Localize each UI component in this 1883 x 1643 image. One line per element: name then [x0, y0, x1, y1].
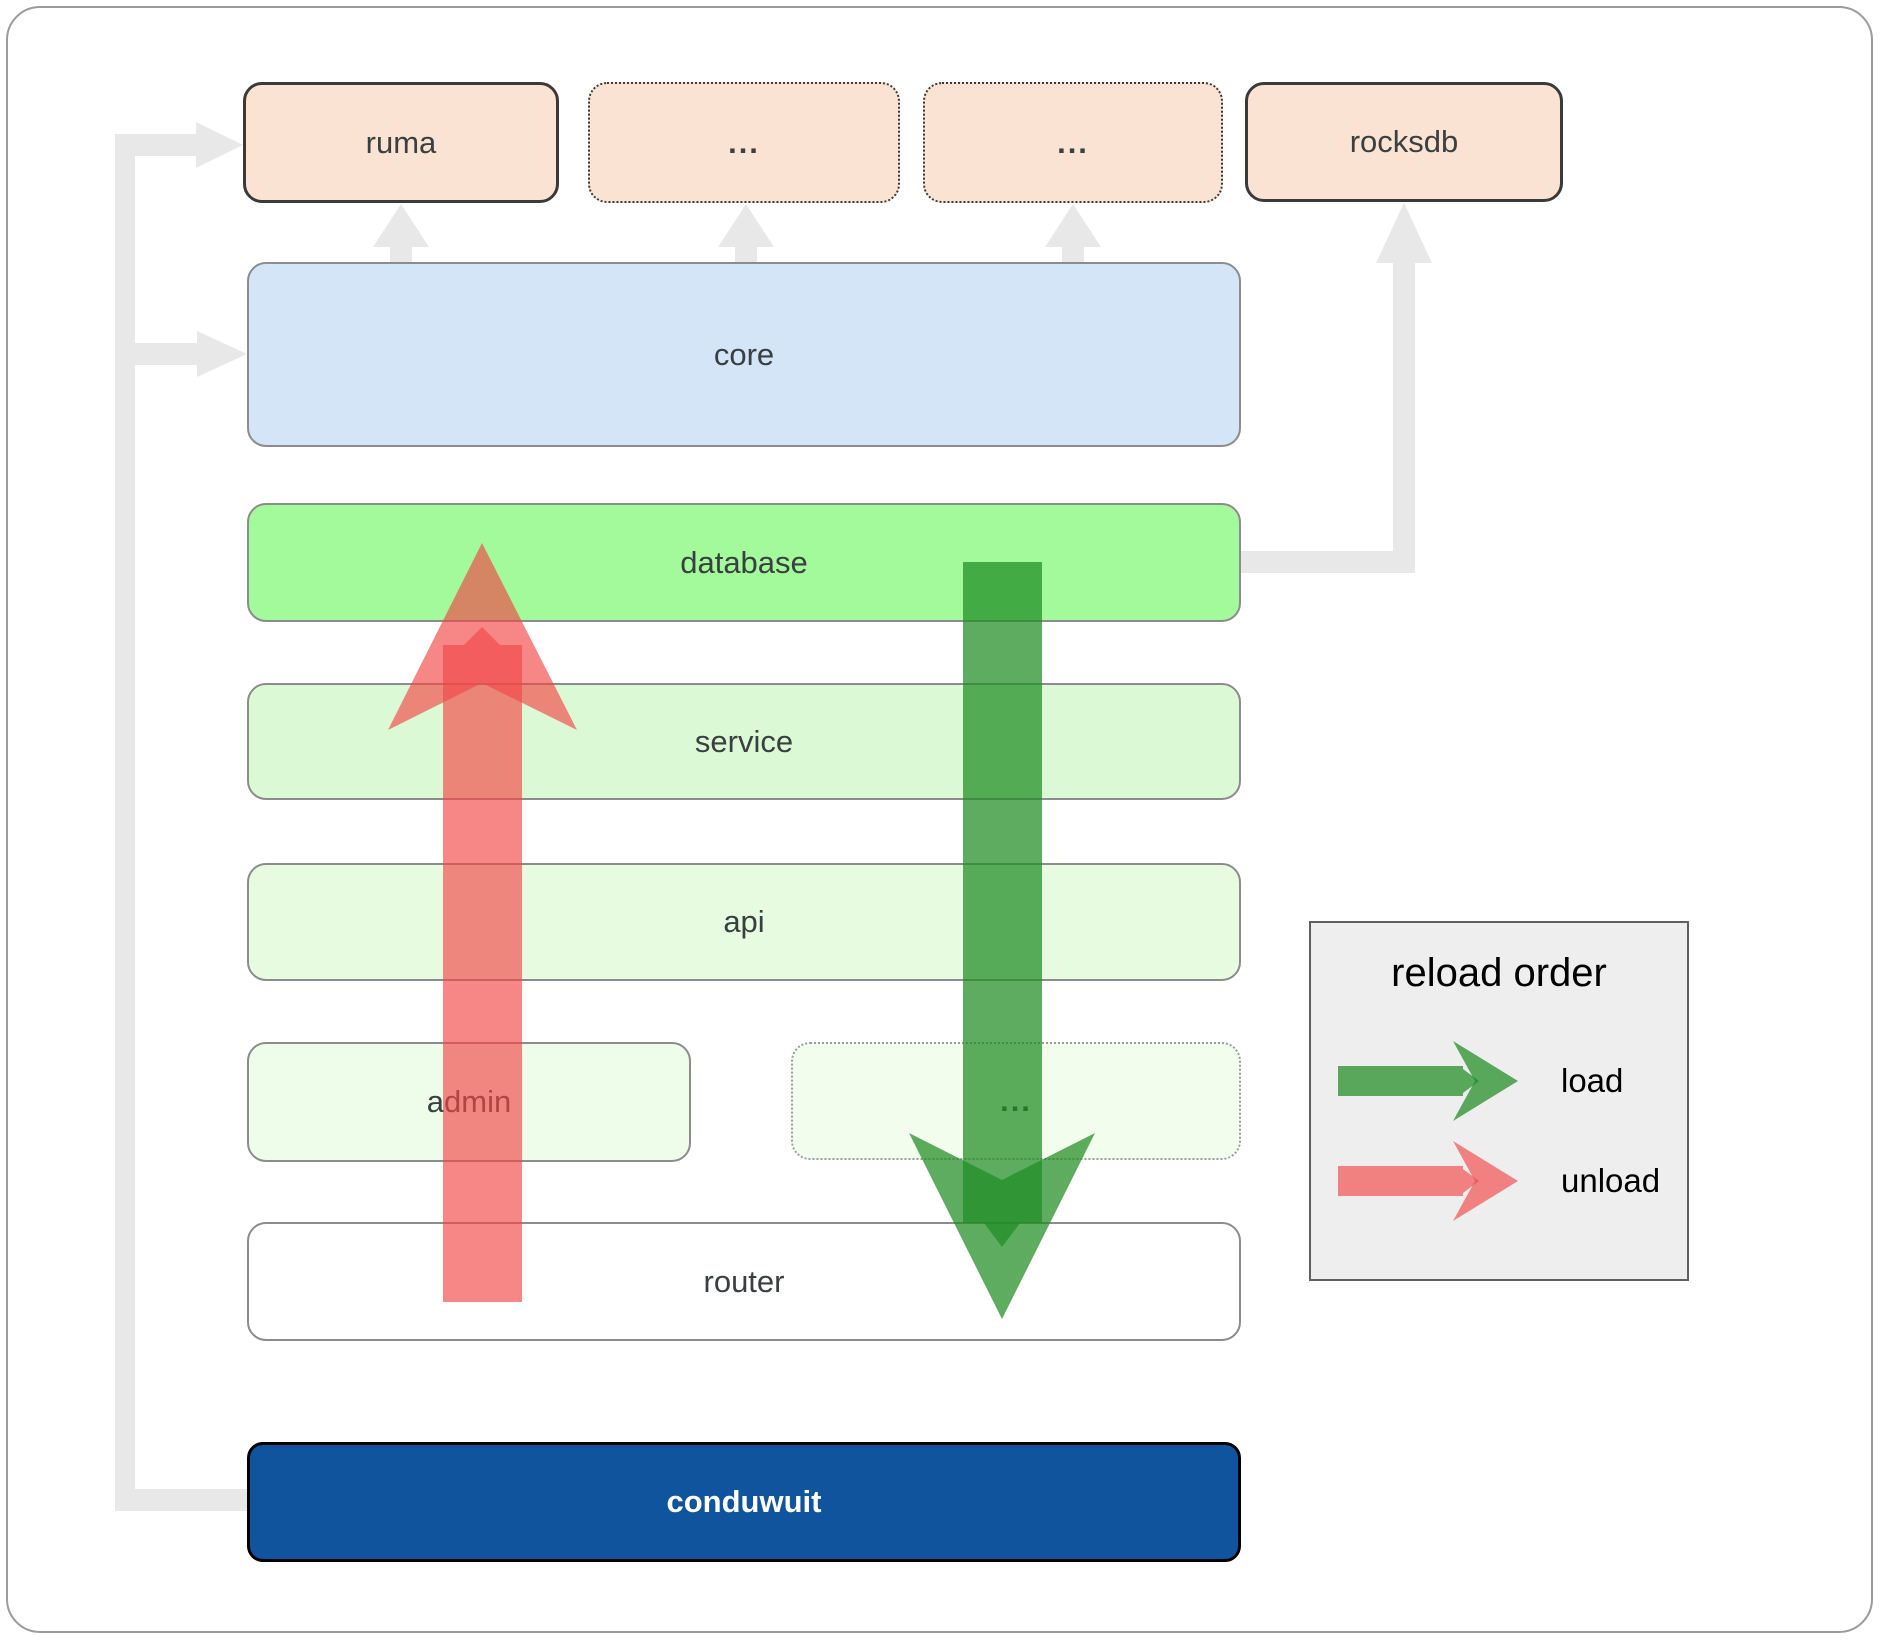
legend-row-unload: unload [1311, 1131, 1687, 1231]
node-dots-admin-row-label: ... [1000, 1083, 1032, 1118]
node-conduwuit-label: conduwuit [666, 1484, 822, 1519]
node-database-label: database [680, 544, 808, 580]
legend-load-arrow-icon [1338, 1041, 1518, 1121]
legend-load-label: load [1561, 1062, 1624, 1099]
node-router: router [247, 1222, 1241, 1341]
legend-row-load: load [1311, 1031, 1687, 1131]
node-ruma-label: ruma [365, 124, 437, 160]
node-conduwuit: conduwuit [247, 1442, 1241, 1562]
node-api: api [247, 863, 1241, 981]
legend: reload order load unload [1309, 921, 1689, 1281]
node-core: core [247, 262, 1241, 447]
node-database: database [247, 503, 1241, 622]
canvas-border [6, 6, 1873, 1633]
node-core-label: core [713, 336, 775, 372]
node-dots-top-1-label: ... [728, 124, 760, 160]
node-rocksdb: rocksdb [1245, 82, 1563, 202]
node-admin-label: admin [426, 1084, 512, 1119]
node-router-label: router [703, 1263, 785, 1299]
node-service-label: service [694, 723, 794, 759]
node-dots-top-1: ... [588, 82, 900, 203]
node-api-label: api [723, 904, 765, 939]
node-ruma: ruma [243, 82, 559, 203]
node-admin: admin [247, 1042, 691, 1162]
node-dots-top-2-label: ... [1057, 124, 1089, 160]
node-dots-top-2: ... [923, 82, 1223, 203]
legend-unload-label: unload [1561, 1162, 1661, 1199]
node-service: service [247, 683, 1241, 800]
legend-title: reload order [1391, 951, 1607, 995]
node-rocksdb-label: rocksdb [1349, 124, 1459, 159]
legend-unload-arrow-icon [1338, 1141, 1518, 1221]
node-dots-admin-row: ... [791, 1042, 1241, 1160]
